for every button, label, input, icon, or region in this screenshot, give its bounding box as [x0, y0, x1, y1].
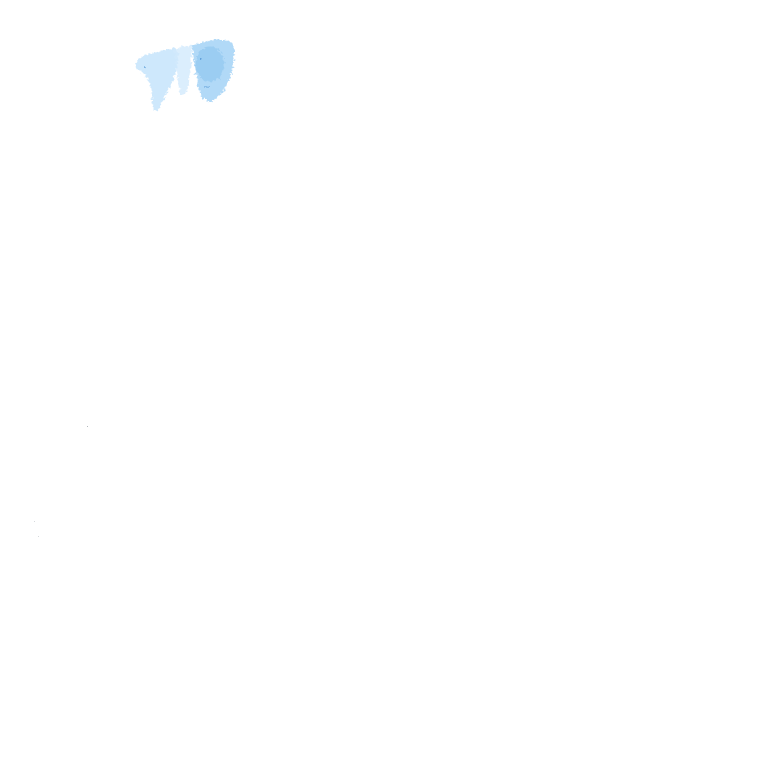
- smudge-left-lobe: [135, 48, 179, 112]
- light-blue-paint-smudge: [135, 39, 235, 112]
- smudge-core: [196, 46, 224, 82]
- dust-speck: [38, 536, 39, 537]
- smudge-fleck: [204, 86, 209, 88]
- dust-speck: [34, 521, 35, 522]
- smudge-center-streak: [174, 45, 192, 95]
- smudge-fleck: [200, 58, 202, 60]
- smudge-fleck: [144, 66, 146, 68]
- dust-speck: [87, 426, 88, 427]
